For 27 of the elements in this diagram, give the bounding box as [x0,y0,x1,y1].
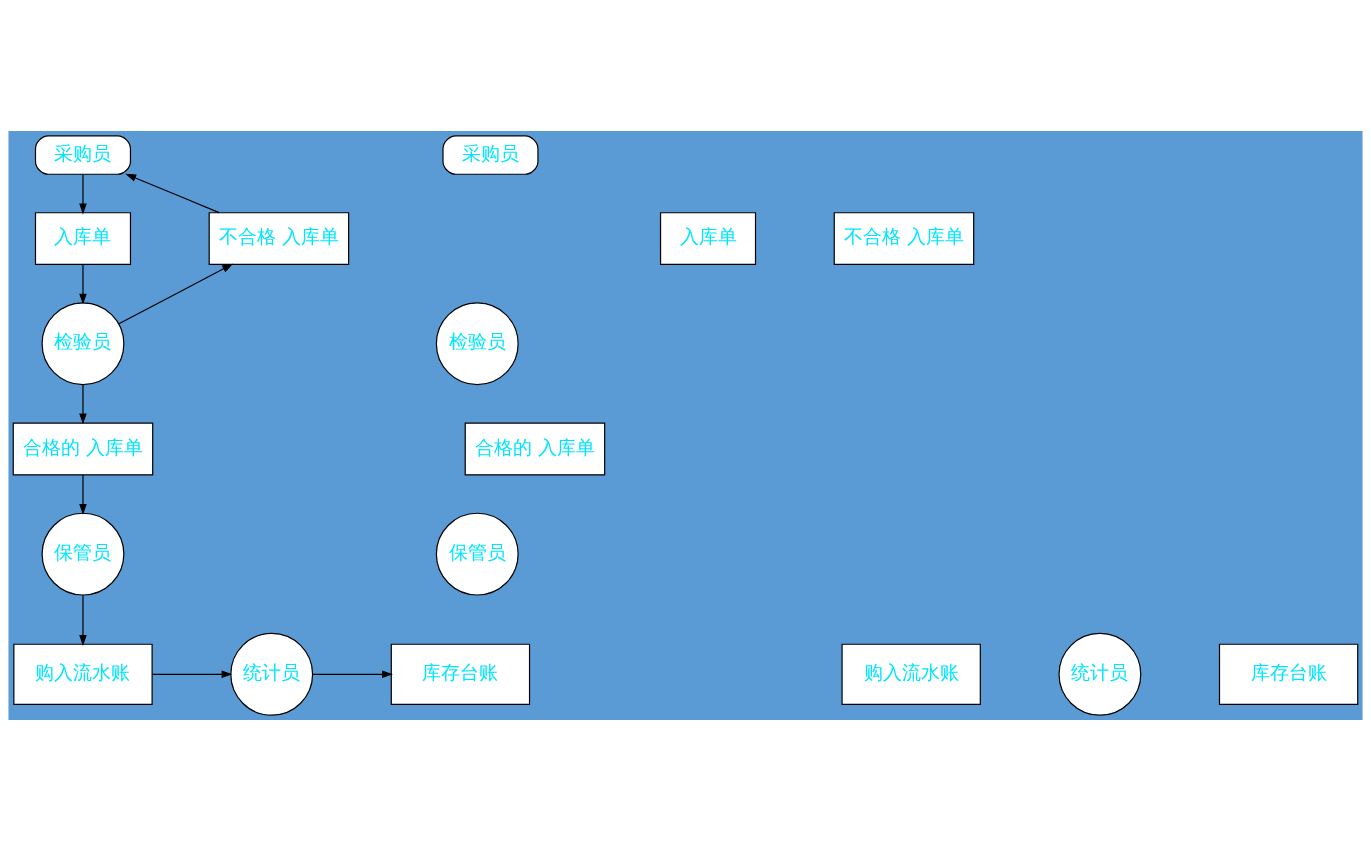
arrow [125,173,220,214]
node-box: 合格的 入库单 [12,422,154,476]
node-box: 入库单 [659,212,757,266]
arrow [79,384,87,425]
arrow [151,670,233,679]
node-circle: 统计员 [230,632,314,716]
node-box: 采购员 [34,135,132,175]
node-circle: 保管员 [435,512,519,596]
arrow [79,474,87,515]
node-circle: 保管员 [41,512,125,596]
node-circle: 检验员 [435,302,519,386]
arrow [79,594,87,646]
node-circle: 统计员 [1058,632,1142,716]
node-box: 不合格 入库单 [208,212,350,266]
node-box: 库存台账 [390,643,531,705]
node-box: 库存台账 [1218,643,1359,705]
node-box: 购入流水账 [841,643,981,705]
arrow [79,174,87,215]
node-box: 合格的 入库单 [464,422,606,476]
arrow [312,670,393,679]
arrow [118,263,234,325]
node-box: 采购员 [442,135,539,175]
node-circle: 检验员 [41,302,125,386]
node-box: 不合格 入库单 [833,212,975,266]
arrow [79,264,87,305]
node-box: 入库单 [34,212,132,266]
node-box: 购入流水账 [13,643,153,705]
